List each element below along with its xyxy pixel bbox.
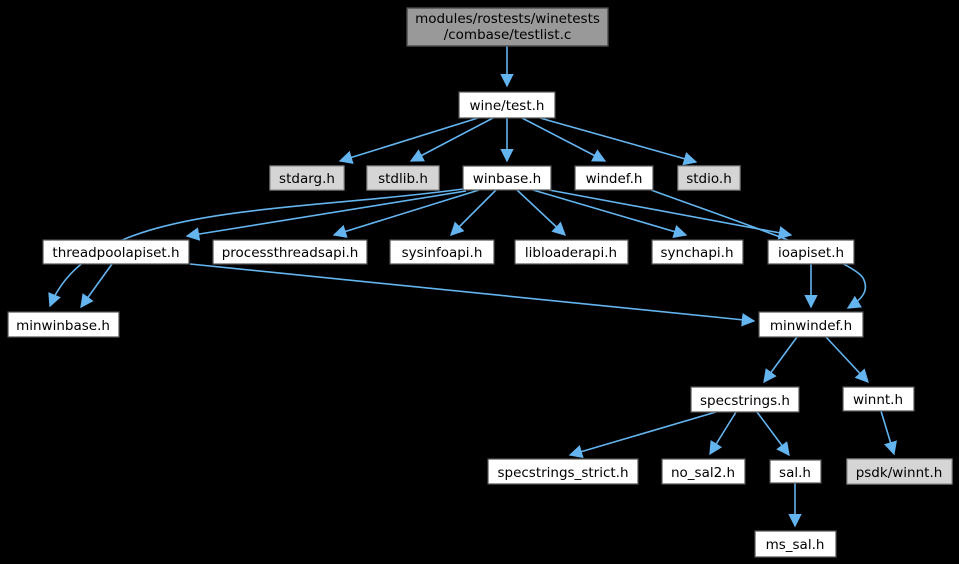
node-box [269,165,345,191]
node-label: wine/test.h [470,98,545,114]
edge-group [48,46,897,528]
edge-minwindef-to-specstrings [763,336,798,384]
edge-wine-test-to-stdarg [338,117,479,164]
node-winbase-h[interactable]: winbase.h [462,165,552,191]
node-label: no_sal2.h [671,465,735,481]
node-label: synchapi.h [661,245,734,261]
node-box [462,165,552,191]
node-psdk-winnt-h[interactable]: psdk/winnt.h [846,458,953,485]
node-box [212,239,368,265]
node-box [651,239,744,265]
node-box [514,239,629,265]
node-label: specstrings_strict.h [497,465,628,481]
node-box [769,459,822,484]
edge-winbase-to-ioapiset [548,189,793,240]
node-ioapiset-h[interactable]: ioapiset.h [767,239,855,265]
node-wine-test-h[interactable]: wine/test.h [458,91,556,119]
node-label: processthreadsapi.h [222,245,359,261]
node-no-sal2-h[interactable]: no_sal2.h [661,458,746,485]
node-label: specstrings.h [700,393,790,409]
node-box [846,458,953,485]
node-label: stdio.h [686,171,732,187]
edge-windef-to-minwindef [650,189,867,309]
node-box [754,530,837,558]
edge-specstrings-to-no-sal2 [709,411,737,456]
node-synchapi-h[interactable]: synchapi.h [651,239,744,265]
node-sysinfoapi-h[interactable]: sysinfoapi.h [389,239,495,265]
node-box [42,239,190,265]
node-threadpoolapiset-h[interactable]: threadpoolapiset.h [42,239,190,265]
node-label: sysinfoapi.h [402,245,483,261]
node-label: stdlib.h [378,171,428,187]
node-box [458,91,556,119]
node-label-line1: modules/rostests/winetests [415,11,600,27]
edge-winbase-to-minwinbase [48,188,464,308]
node-label: stdarg.h [279,171,335,187]
node-box [487,458,639,485]
node-label: winbase.h [473,171,541,187]
node-label: minwinbase.h [16,318,110,334]
node-box [574,165,654,191]
edge-specstrings-to-specstrings-strict [568,411,717,459]
node-label: threadpoolapiset.h [52,245,179,261]
node-box [389,239,495,265]
node-libloaderapi-h[interactable]: libloaderapi.h [514,239,629,265]
node-box [366,165,440,191]
edge-winnt-to-psdk-winnt [880,410,897,456]
node-winnt-h[interactable]: winnt.h [842,386,915,412]
node-label: psdk/winnt.h [856,465,943,481]
node-box [690,386,800,413]
edge-winbase-to-synchapi [532,189,688,239]
node-processthreadsapi-h[interactable]: processthreadsapi.h [212,239,368,265]
node-box [842,386,915,412]
edge-threadpoolapiset-to-minwindef [189,263,756,327]
node-label-line2: /combase/testlist.c [444,27,572,43]
node-ms-sal-h[interactable]: ms_sal.h [754,530,837,558]
node-minwinbase-h[interactable]: minwinbase.h [7,311,120,338]
node-box [758,311,864,338]
edge-winbase-to-processthreadsapi [332,189,480,238]
edge-winbase-to-libloaderapi [516,189,566,236]
edge-threadpoolapiset-to-minwinbase [80,263,113,309]
node-label: ms_sal.h [766,537,825,553]
edge-winbase-to-threadpoolapiset [185,190,467,241]
node-windef-h[interactable]: windef.h [574,165,654,191]
node-specstrings-h[interactable]: specstrings.h [690,386,800,413]
node-label: sal.h [779,465,811,481]
node-stdarg-h[interactable]: stdarg.h [269,165,345,191]
node-minwindef-h[interactable]: minwindef.h [758,311,864,338]
node-box [677,165,741,191]
node-stdio-h[interactable]: stdio.h [677,165,741,191]
node-stdlib-h[interactable]: stdlib.h [366,165,440,191]
node-box [406,7,609,47]
node-label: ioapiset.h [778,245,844,261]
node-label: minwindef.h [770,318,852,334]
node-box [7,311,120,338]
node-label: libloaderapi.h [525,245,617,261]
node-label: winnt.h [853,392,903,408]
edge-winbase-to-sysinfoapi [450,189,497,236]
node-label: windef.h [586,171,643,187]
node-testlist-c[interactable]: modules/rostests/winetests /combase/test… [406,7,609,47]
edge-specstrings-to-sal [756,411,790,457]
edge-wine-test-to-stdio [539,117,698,166]
edge-wine-test-to-stdlib [409,117,494,162]
edge-minwindef-to-winnt [825,336,869,383]
edge-wine-test-to-windef [521,117,607,162]
node-specstrings-strict-h[interactable]: specstrings_strict.h [487,458,639,485]
node-box [661,458,746,485]
node-box [767,239,855,265]
node-sal-h[interactable]: sal.h [769,459,822,484]
